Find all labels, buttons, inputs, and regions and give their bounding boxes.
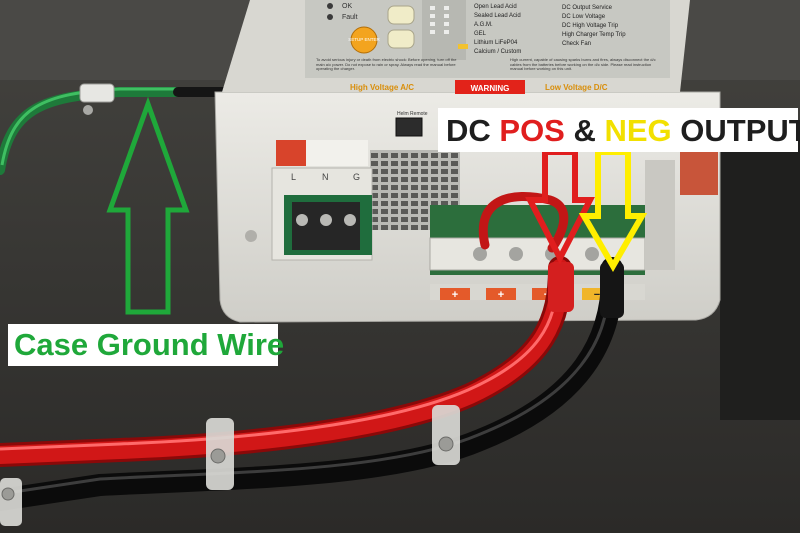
dc-output-callout: DC POS & NEG OUTPUT [438,108,800,152]
setup-button-label: SETUP ENTER [348,37,380,42]
warning-badge [455,80,525,94]
svg-text:GEL: GEL [474,31,487,37]
low-voltage-label: Low Voltage D/C [545,83,608,92]
title-part-pos: POS [499,113,565,148]
title-part-dc: DC [446,113,500,148]
remote-port-label: Helm Remote [397,111,428,117]
title-part-amp: & [564,113,605,148]
right-dark-panel [720,120,800,420]
black-cable-boot [600,262,624,318]
left-notice-container: To avoid serious injury or death from el… [316,58,457,72]
ground-wire-callout: Case Ground Wire [8,324,284,366]
polarity-mark-2: + [498,289,504,301]
status-fault-text: Fault [342,14,358,21]
polarity-mark-4: − [594,289,600,301]
ac-letter-n: N [322,172,329,182]
ac-letter-g: G [353,172,360,182]
yellow-down-arrow [578,149,648,272]
helm-remote-port[interactable] [395,117,423,137]
high-voltage-label: High Voltage A/C [350,83,414,92]
up-button[interactable] [387,5,415,25]
ac-terminal-block [292,202,360,250]
svg-text:Check Fan: Check Fan [562,41,591,47]
svg-text:DC Output Service: DC Output Service [562,5,613,11]
wire-clamp-ground [79,83,115,115]
down-button[interactable] [387,29,415,49]
svg-text:Open Lead Acid: Open Lead Acid [474,4,517,10]
cable-clamp-2 [432,405,460,465]
svg-text:Calcium / Custom: Calcium / Custom [474,49,521,55]
svg-text:Sealed Lead Acid: Sealed Lead Acid [474,13,521,19]
right-notice: High current, capable of causing sparks … [510,58,656,72]
led-bargraph [430,6,449,34]
status-ok-text: OK [342,3,352,10]
green-up-arrow [106,96,190,315]
status-list: DC Output Service DC Low Voltage DC High… [562,5,626,47]
left-notice: To avoid serious injury or death from el… [316,58,457,72]
setup-enter-button[interactable] [350,26,378,54]
svg-text:DC High Voltage Trip: DC High Voltage Trip [562,23,619,29]
svg-text:High Charger Temp Trip: High Charger Temp Trip [562,32,626,38]
polarity-tag-1 [440,288,470,300]
svg-text:DC Low Voltage: DC Low Voltage [562,14,606,20]
polarity-mark-1: + [452,289,458,301]
ac-letter-l: L [291,172,296,182]
battery-type-list: Open Lead Acid Sealed Lead Acid A.G.M. G… [474,4,521,55]
red-down-arrow [525,149,595,265]
cable-clamp-3 [0,478,22,526]
svg-text:Lithium LiFeP04: Lithium LiFeP04 [474,40,518,46]
cable-clamp-1 [206,418,234,490]
right-notice-container: High current, capable of causing sparks … [510,58,656,72]
title-part-neg: NEG [604,113,672,148]
ac-terminal-compartment: L N G [245,140,373,261]
red-cable-boot [548,262,574,312]
control-panel: OK Fault SETUP ENTER Open Lead Acid Seal… [305,0,670,94]
polarity-tag-2 [486,288,516,300]
svg-text:A.G.M.: A.G.M. [474,22,493,28]
title-part-output: OUTPUT [671,113,800,148]
ground-wire-label: Case Ground Wire [14,327,285,362]
warning-label: WARNING [471,84,510,93]
